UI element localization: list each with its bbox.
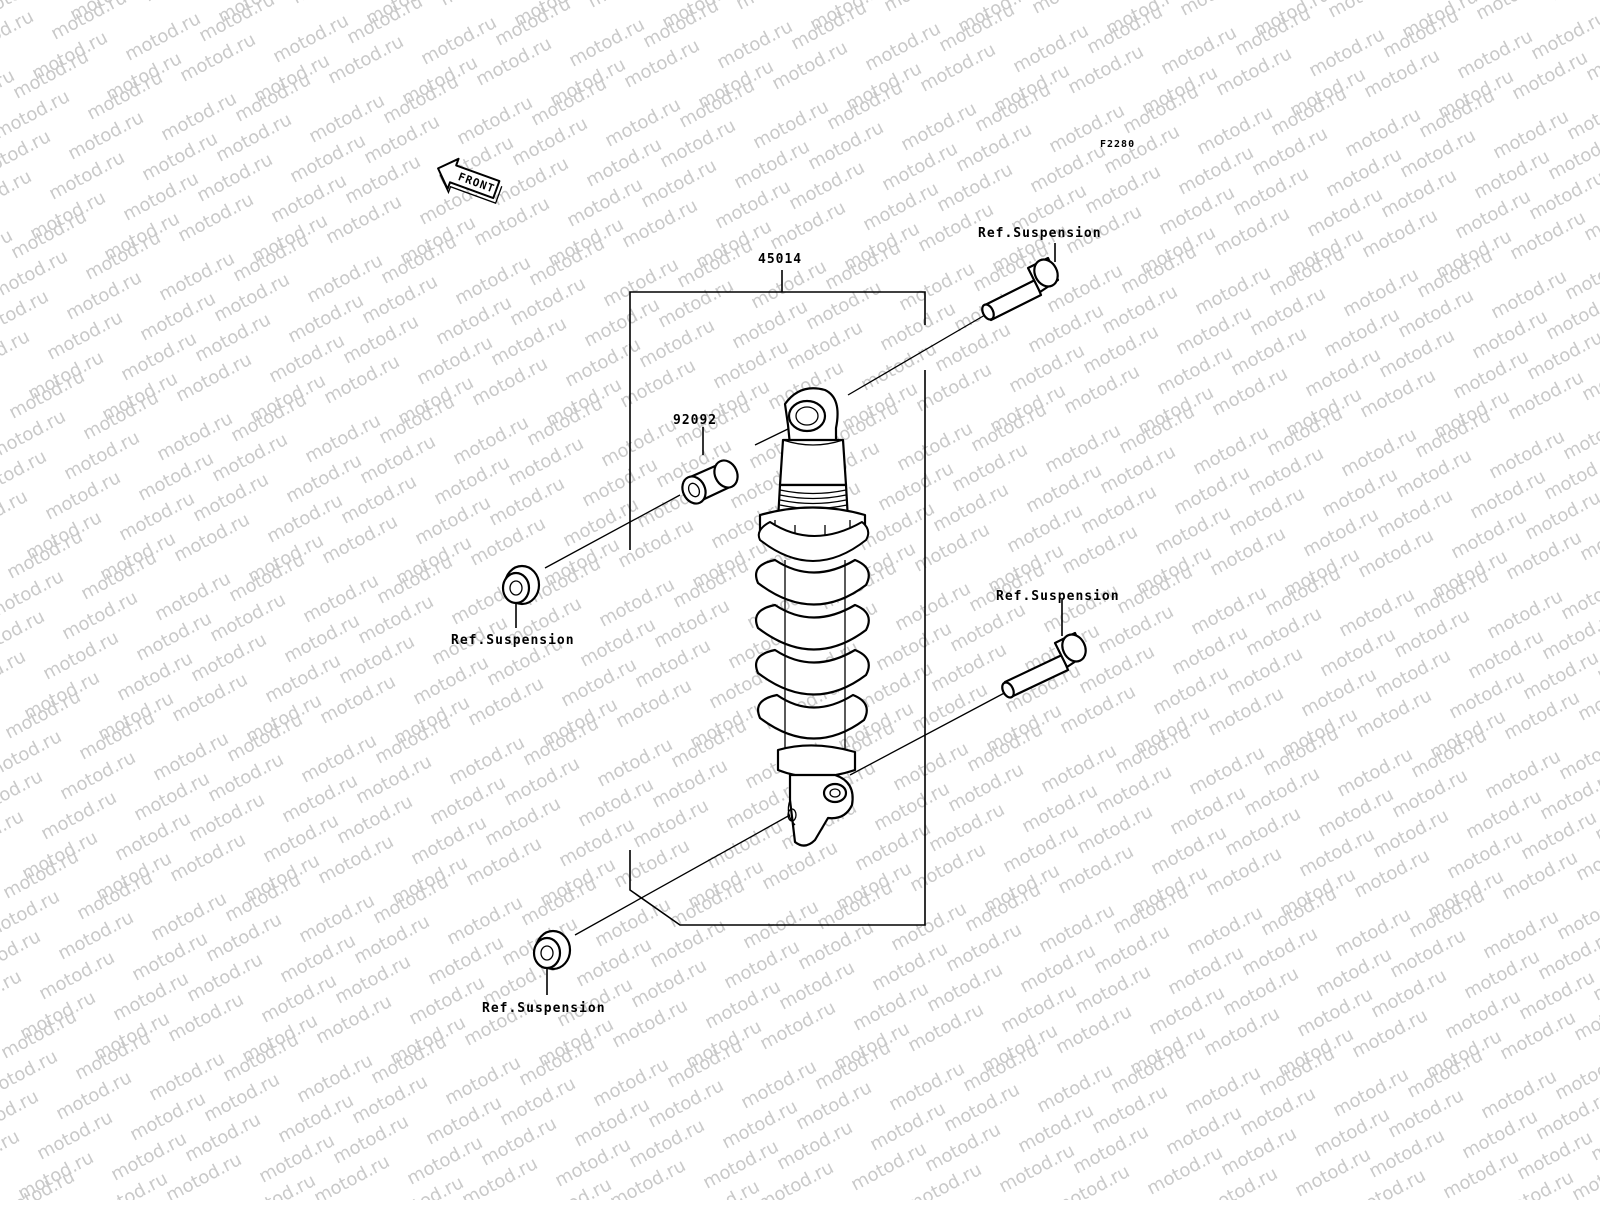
watermark-text: motod.ru [288, 0, 371, 8]
watermark-text: motod.ru [0, 646, 29, 703]
watermark-text: motod.ru [1472, 0, 1555, 24]
watermark-text: motod.ru [1559, 407, 1600, 464]
watermark-text: motod.ru [1561, 247, 1600, 304]
watermark-text: motod.ru [732, 0, 815, 14]
watermark-text: motod.ru [0, 166, 35, 223]
watermark-text: motod.ru [0, 1166, 78, 1200]
watermark-text: motod.ru [0, 326, 33, 383]
bushing-92092 [681, 459, 739, 505]
ref-label-lower-bolt: Ref.Suspension [996, 589, 1120, 604]
watermark-text: motod.ru [1028, 0, 1111, 18]
shock-absorber-45014 [754, 387, 870, 847]
watermark-text: motod.ru [0, 6, 37, 63]
bushing-part-number: 92092 [673, 413, 717, 428]
top-bolt [981, 256, 1060, 322]
watermark-text: motod.ru [880, 0, 963, 16]
upper-nut [501, 564, 541, 606]
diagram-code: F2280 [1100, 139, 1135, 150]
ref-label-top-bolt: Ref.Suspension [978, 226, 1102, 241]
upper-axis-line [847, 314, 986, 396]
watermark-text: motod.ru [0, 486, 31, 543]
ref-label-upper-nut: Ref.Suspension [451, 633, 575, 648]
watermark-text: motod.ru [0, 806, 27, 863]
lower-axis-line [849, 689, 1011, 776]
watermark-text: motod.ru [140, 0, 223, 6]
watermark-text: motod.ru [1176, 0, 1259, 20]
watermark-text: motod.ru [1324, 0, 1407, 22]
assembly-bracket [629, 270, 926, 926]
upper-axis-line-left [544, 494, 681, 569]
watermark-text: motod.ru [0, 966, 25, 1023]
watermark-text: motod.ru [436, 0, 519, 10]
assembly-part-number: 45014 [758, 252, 802, 267]
upper-axis-line-mid [754, 427, 791, 446]
watermark-text: motod.ru [1563, 87, 1600, 144]
lower-bolt [1001, 631, 1087, 699]
lower-nut [532, 929, 572, 971]
ref-label-lower-nut: Ref.Suspension [482, 1001, 606, 1016]
lower-axis-line-left [574, 814, 791, 936]
watermark-text: motod.ru [1546, 0, 1600, 5]
watermark-text: motod.ru [584, 0, 667, 12]
watermark-text: motod.ru [0, 1126, 23, 1183]
front-arrow-icon: FRONT [437, 157, 503, 204]
